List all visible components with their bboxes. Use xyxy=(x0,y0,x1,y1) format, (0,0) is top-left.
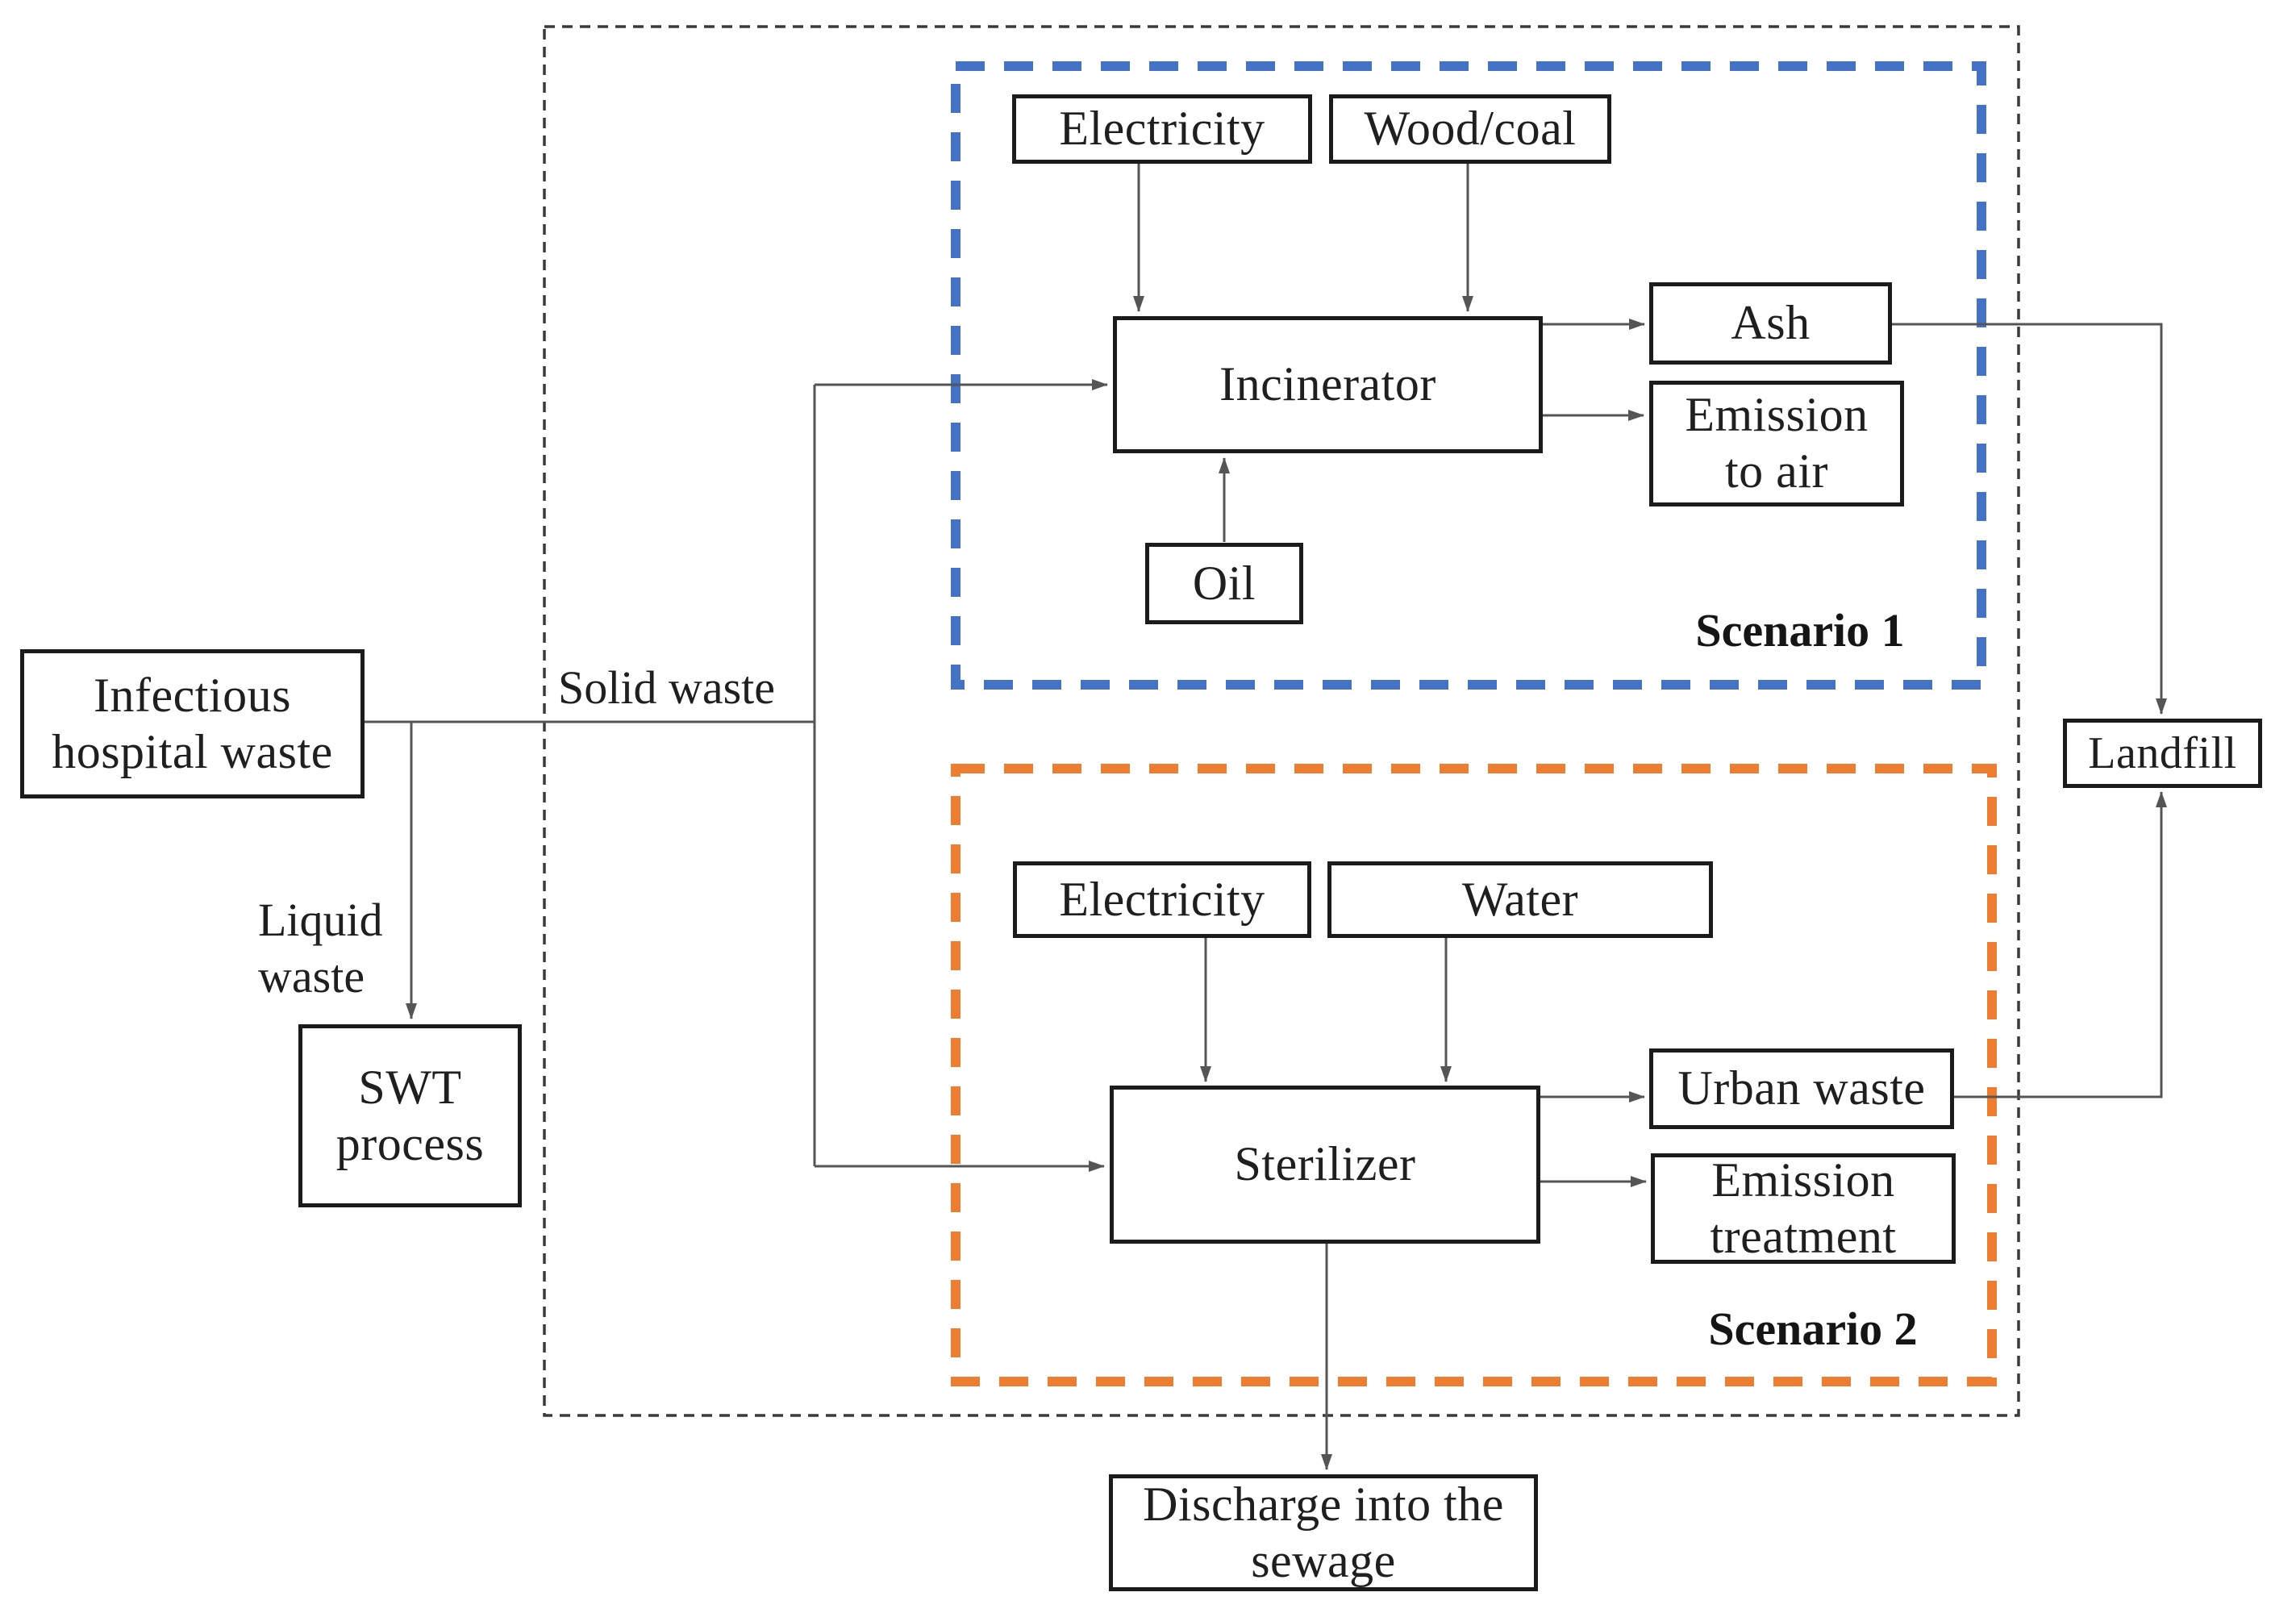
node-electricity-s1-label: Electricity xyxy=(1059,102,1265,156)
node-water-label: Water xyxy=(1461,872,1579,926)
node-swt-process: SWT process xyxy=(298,1024,522,1207)
scenario2-label: Scenario 2 xyxy=(1708,1303,1918,1355)
node-incinerator: Incinerator xyxy=(1113,316,1543,453)
node-wood-coal-label: Wood/coal xyxy=(1364,102,1577,156)
liquid-waste-label: Liquid waste xyxy=(258,892,383,1004)
node-oil-label: Oil xyxy=(1192,556,1256,610)
node-ash-label: Ash xyxy=(1731,296,1811,350)
node-emission-treatment: Emission treatment xyxy=(1651,1153,1956,1264)
node-sterilizer-label: Sterilizer xyxy=(1234,1137,1416,1191)
node-landfill-label: Landfill xyxy=(2088,727,2237,778)
solid-waste-label: Solid waste xyxy=(558,661,776,714)
node-urban-waste-label: Urban waste xyxy=(1677,1061,1926,1115)
node-ash: Ash xyxy=(1649,282,1892,365)
liquid-waste-label-line1: Liquid xyxy=(258,894,383,946)
node-emission-treatment-label-line1: Emission xyxy=(1711,1153,1895,1207)
liquid-waste-label-line2: waste xyxy=(258,949,365,1002)
node-discharge-label-line2: sewage xyxy=(1251,1533,1396,1587)
node-water: Water xyxy=(1327,861,1713,938)
node-infectious-label-line2: hospital waste xyxy=(52,724,333,778)
node-oil: Oil xyxy=(1145,543,1303,624)
node-emission-treatment-label-line2: treatment xyxy=(1710,1209,1897,1263)
scenario1-label: Scenario 1 xyxy=(1695,604,1905,657)
node-sterilizer: Sterilizer xyxy=(1110,1086,1540,1244)
node-landfill: Landfill xyxy=(2063,719,2262,788)
node-emission-to-air: Emission to air xyxy=(1649,381,1904,506)
node-infectious-label-line1: Infectious xyxy=(94,668,291,722)
edge-ash-to-landfill xyxy=(1892,323,2167,715)
node-infectious-hospital-waste: Infectious hospital waste xyxy=(20,649,365,798)
edge-urban-to-landfill xyxy=(1954,791,2167,1098)
node-electricity-scenario2: Electricity xyxy=(1013,861,1311,938)
node-swt-label-line2: process xyxy=(335,1116,485,1170)
node-discharge-sewage: Discharge into the sewage xyxy=(1109,1474,1538,1591)
scenario1-boundary xyxy=(951,61,1986,690)
node-swt-label-line1: SWT xyxy=(358,1060,462,1114)
node-emission-air-label-line2: to air xyxy=(1725,444,1828,498)
node-urban-waste: Urban waste xyxy=(1649,1048,1954,1129)
node-discharge-label-line1: Discharge into the xyxy=(1143,1477,1504,1531)
node-wood-coal: Wood/coal xyxy=(1329,94,1611,164)
node-incinerator-label: Incinerator xyxy=(1219,357,1436,411)
node-electricity-s2-label: Electricity xyxy=(1059,872,1265,926)
node-emission-air-label-line1: Emission xyxy=(1685,388,1869,442)
node-electricity-scenario1: Electricity xyxy=(1012,94,1312,164)
